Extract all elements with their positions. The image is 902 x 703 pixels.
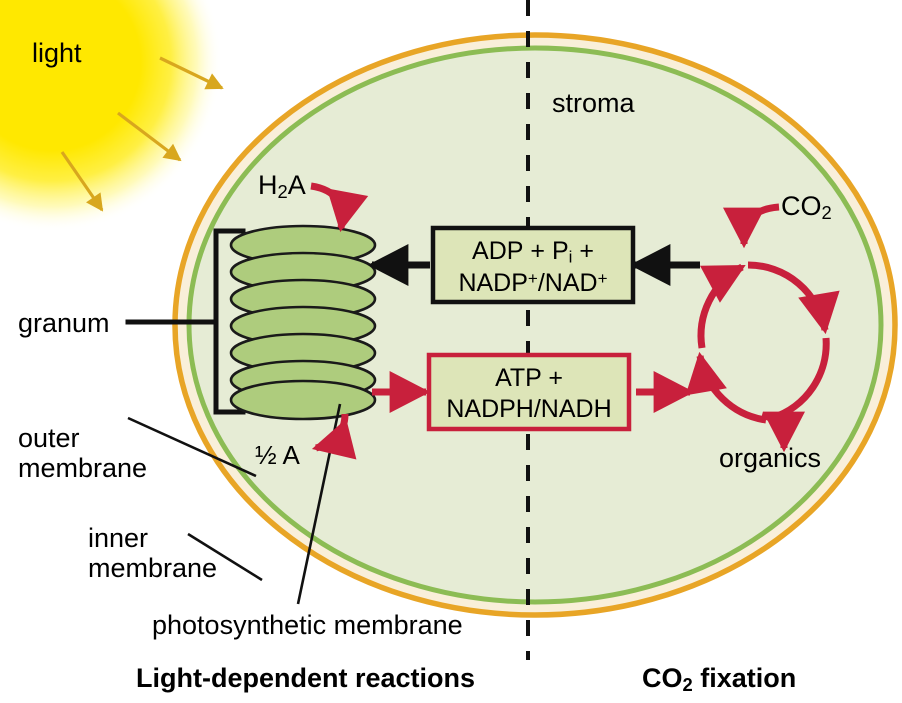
leader-outer-membrane <box>127 416 257 478</box>
light-ray-3 <box>60 151 104 212</box>
h2a-input-arrow <box>310 182 369 233</box>
half-a-label: ½ A <box>255 440 300 470</box>
cycle-arc-left-up <box>697 263 746 349</box>
inner-membrane-line1: inner <box>88 523 149 553</box>
co2-fixation-post: fixation <box>692 663 797 693</box>
granum-label: granum <box>18 308 110 338</box>
outer-membrane-line2: membrane <box>18 453 148 484</box>
photosynthetic-membrane-label: photosynthetic membrane <box>152 610 463 640</box>
h2a-pre: H <box>258 170 278 200</box>
sun-graphic <box>0 0 222 232</box>
sun-label: light <box>32 38 82 68</box>
co2-input-arrow <box>723 203 780 249</box>
adp-box <box>430 225 636 305</box>
co2-pre: CO <box>781 191 822 221</box>
half-a-output-arrow <box>311 413 357 460</box>
chloroplast-body <box>172 32 898 618</box>
inner-membrane-line2: membrane <box>88 553 218 584</box>
thylakoid-disc <box>229 379 377 421</box>
h2a-post: A <box>287 170 306 200</box>
h2a-sub: 2 <box>277 181 288 203</box>
caption-co2-fixation: CO2 fixation <box>642 663 796 696</box>
co2-fixation-pre: CO <box>642 663 683 693</box>
organics-label: organics <box>719 443 822 473</box>
outer-membrane-label: outer membrane <box>18 423 147 483</box>
light-rays <box>60 56 224 212</box>
cycle-arc-bottom-left <box>685 351 767 424</box>
cycle-arc-top-right <box>747 261 840 335</box>
inner-membrane-label: inner membrane <box>88 523 217 583</box>
co2-label: CO2 <box>781 191 832 224</box>
co2-sub: 2 <box>821 202 832 224</box>
stroma-label: stroma <box>552 88 635 118</box>
inner-membrane <box>186 45 884 605</box>
h2a-label: H2A <box>258 170 306 203</box>
atp-box <box>426 352 632 432</box>
granum-stack <box>229 224 377 421</box>
co2-fixation-sub: 2 <box>682 674 693 696</box>
granum-bracket <box>125 228 246 415</box>
organics-output-arrow <box>760 411 805 453</box>
light-ray-2 <box>117 111 182 162</box>
outer-membrane-line1: outer <box>18 423 80 453</box>
leader-inner-membrane <box>187 532 263 582</box>
caption-light-dependent: Light-dependent reactions <box>136 663 476 693</box>
light-ray-1 <box>159 56 224 90</box>
